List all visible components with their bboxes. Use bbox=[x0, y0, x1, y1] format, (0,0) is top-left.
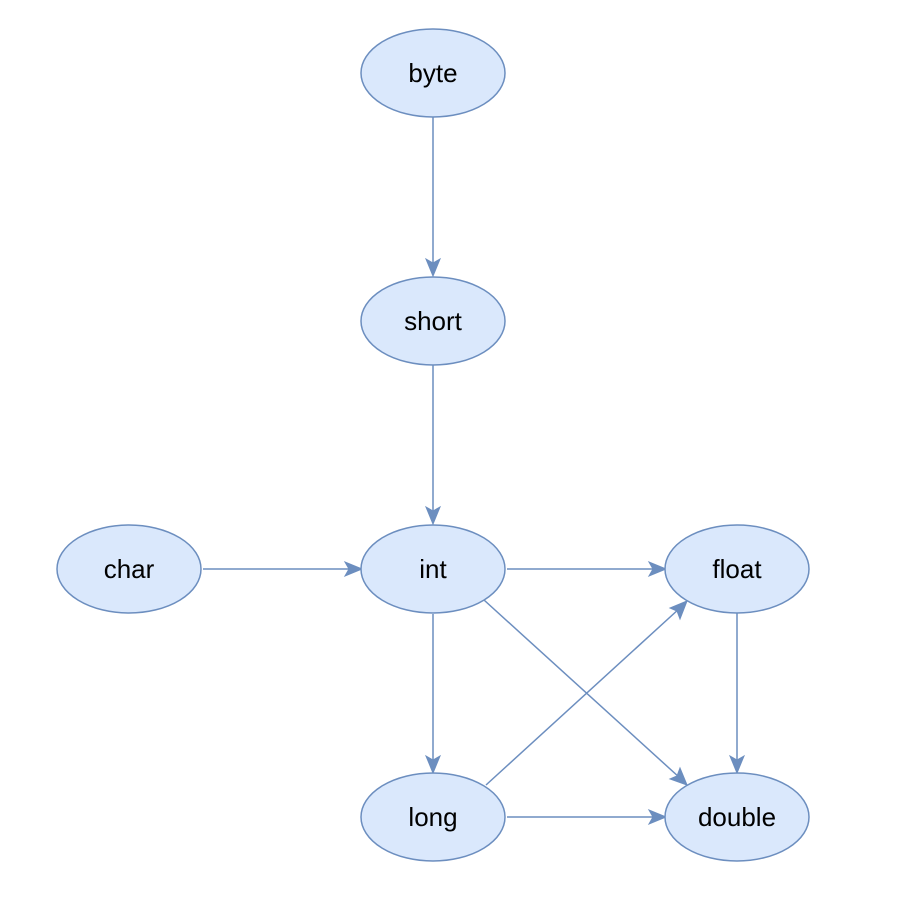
node-byte-shape bbox=[360, 28, 506, 118]
node-long[interactable]: long bbox=[360, 772, 506, 862]
node-long-label: long bbox=[408, 802, 457, 832]
node-int-shape bbox=[360, 524, 506, 614]
node-double-shape bbox=[664, 772, 810, 862]
edge-short-int bbox=[424, 365, 442, 526]
node-char-shape bbox=[56, 524, 202, 614]
edge-int-long bbox=[424, 614, 442, 775]
edge-float-double bbox=[728, 613, 746, 775]
node-float[interactable]: float bbox=[664, 524, 810, 614]
edge-long-double bbox=[507, 808, 668, 826]
edge-int-float bbox=[507, 560, 668, 578]
node-double-label: double bbox=[698, 802, 776, 832]
node-char-label: char bbox=[104, 554, 155, 584]
node-float-label: float bbox=[712, 554, 762, 584]
node-byte-label: byte bbox=[408, 58, 457, 88]
node-short-shape bbox=[360, 276, 506, 366]
node-short[interactable]: short bbox=[360, 276, 506, 366]
nodes: byte short char int float long double bbox=[56, 28, 810, 862]
node-float-shape bbox=[664, 524, 810, 614]
node-int-label: int bbox=[419, 554, 447, 584]
node-int[interactable]: int bbox=[360, 524, 506, 614]
node-byte[interactable]: byte bbox=[360, 28, 506, 118]
edges bbox=[203, 117, 746, 826]
node-long-shape bbox=[360, 772, 506, 862]
edge-int-double bbox=[483, 599, 688, 786]
node-double[interactable]: double bbox=[664, 772, 810, 862]
edge-char-int bbox=[203, 560, 364, 578]
node-char[interactable]: char bbox=[56, 524, 202, 614]
node-short-label: short bbox=[404, 306, 463, 336]
edge-long-float bbox=[485, 600, 688, 786]
edge-byte-short bbox=[424, 117, 442, 278]
